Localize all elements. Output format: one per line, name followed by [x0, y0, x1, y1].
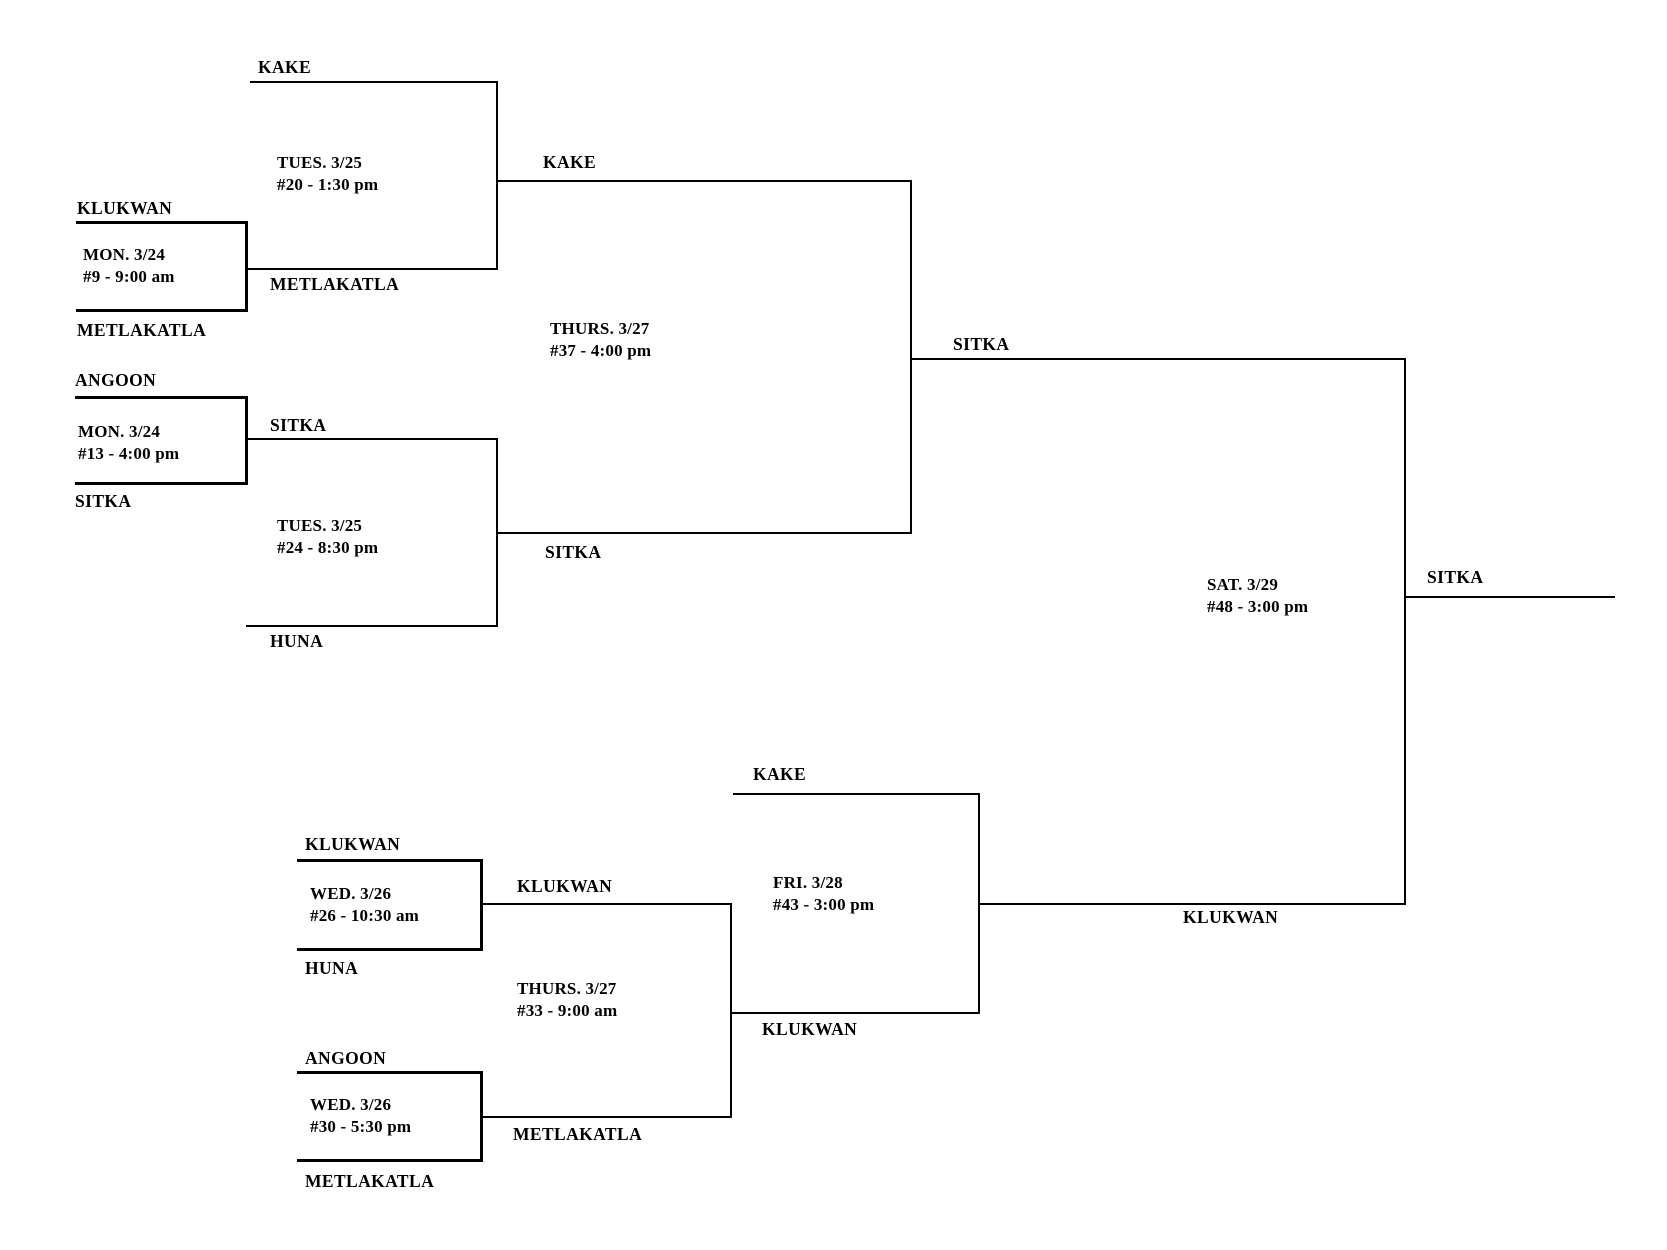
game13-bottom-team-label: SITKA [75, 491, 132, 511]
game26-bottom-line [297, 948, 483, 951]
final-connector-vertical [1404, 358, 1406, 905]
game20-top-entry-line [250, 81, 498, 83]
final-schedule: SAT. 3/29 #48 - 3:00 pm [1207, 574, 1308, 618]
game30-slot: #30 - 5:30 pm [310, 1117, 412, 1136]
game37-date: THURS. 3/27 [550, 319, 650, 338]
game33-schedule: THURS. 3/27 #33 - 9:00 am [517, 978, 617, 1022]
game9-bottom-team-label: METLAKATLA [77, 320, 207, 340]
game9-slot: #9 - 9:00 am [83, 267, 175, 286]
game9-schedule: MON. 3/24 #9 - 9:00 am [83, 244, 175, 288]
game13-top-line [75, 396, 248, 399]
game20-date: TUES. 3/25 [277, 153, 363, 172]
game33-connector-vertical [730, 903, 732, 1118]
game20-winner-line [498, 180, 912, 182]
game33-winner-line [730, 1012, 980, 1014]
game43-winner-line [978, 903, 1406, 905]
game26-winner-label: KLUKWAN [517, 876, 613, 896]
game30-schedule: WED. 3/26 #30 - 5:30 pm [310, 1094, 411, 1138]
game43-top-team-label: KAKE [753, 764, 807, 784]
game43-schedule: FRI. 3/28 #43 - 3:00 pm [773, 872, 874, 916]
game24-bottom-team-label: HUNA [270, 631, 324, 651]
game33-bottom-entry-line [480, 1116, 732, 1118]
game43-date: FRI. 3/28 [773, 873, 843, 892]
game30-bottom-team-label: METLAKATLA [305, 1171, 435, 1191]
game13-connector-vertical [245, 396, 248, 485]
game24-slot: #24 - 8:30 pm [277, 538, 379, 557]
game24-top-entry-line [246, 438, 498, 440]
game37-winner-line [910, 358, 1406, 360]
game24-connector-vertical [496, 438, 498, 627]
champion-label: SITKA [1427, 567, 1484, 587]
game30-top-line [297, 1071, 483, 1074]
game20-winner-label: KAKE [543, 152, 597, 172]
game9-date: MON. 3/24 [83, 245, 166, 264]
game33-top-entry-line [480, 903, 732, 905]
game20-bottom-entry-line [246, 268, 498, 270]
game24-winner-label: SITKA [545, 542, 602, 562]
champion-line [1404, 596, 1615, 598]
game9-top-line [76, 221, 248, 224]
game13-bottom-line [75, 482, 248, 485]
game37-slot: #37 - 4:00 pm [550, 341, 652, 360]
game30-winner-label: METLAKATLA [513, 1124, 643, 1144]
game13-top-team-label: ANGOON [75, 370, 157, 390]
game30-top-team-label: ANGOON [305, 1048, 387, 1068]
game33-date: THURS. 3/27 [517, 979, 617, 998]
game26-top-team-label: KLUKWAN [305, 834, 401, 854]
game26-top-line [297, 859, 483, 862]
game26-connector-vertical [480, 859, 483, 951]
game26-bottom-team-label: HUNA [305, 958, 359, 978]
game20-schedule: TUES. 3/25 #20 - 1:30 pm [277, 152, 378, 196]
game13-winner-label: SITKA [270, 415, 327, 435]
game9-bottom-line [76, 309, 248, 312]
game9-winner-label: METLAKATLA [270, 274, 400, 294]
game37-connector-vertical [910, 180, 912, 534]
final-slot: #48 - 3:00 pm [1207, 597, 1309, 616]
game13-schedule: MON. 3/24 #13 - 4:00 pm [78, 421, 179, 465]
game20-connector-vertical [496, 81, 498, 270]
game37-winner-label: SITKA [953, 334, 1010, 354]
game20-top-team-label: KAKE [258, 57, 312, 77]
game30-bottom-line [297, 1159, 483, 1162]
game30-date: WED. 3/26 [310, 1095, 392, 1114]
game37-schedule: THURS. 3/27 #37 - 4:00 pm [550, 318, 651, 362]
game24-date: TUES. 3/25 [277, 516, 363, 535]
game33-winner-label: KLUKWAN [762, 1019, 858, 1039]
game26-slot: #26 - 10:30 am [310, 906, 420, 925]
game9-top-team-label: KLUKWAN [77, 198, 173, 218]
game13-slot: #13 - 4:00 pm [78, 444, 180, 463]
game26-date: WED. 3/26 [310, 884, 392, 903]
game24-winner-line [498, 532, 912, 534]
game24-schedule: TUES. 3/25 #24 - 8:30 pm [277, 515, 378, 559]
game43-slot: #43 - 3:00 pm [773, 895, 875, 914]
game33-slot: #33 - 9:00 am [517, 1001, 618, 1020]
game43-winner-label: KLUKWAN [1183, 907, 1279, 927]
game24-bottom-entry-line [246, 625, 498, 627]
game9-connector-vertical [245, 221, 248, 312]
final-date: SAT. 3/29 [1207, 575, 1279, 594]
game13-date: MON. 3/24 [78, 422, 161, 441]
game20-slot: #20 - 1:30 pm [277, 175, 379, 194]
game26-schedule: WED. 3/26 #26 - 10:30 am [310, 883, 419, 927]
game43-top-entry-line [733, 793, 980, 795]
